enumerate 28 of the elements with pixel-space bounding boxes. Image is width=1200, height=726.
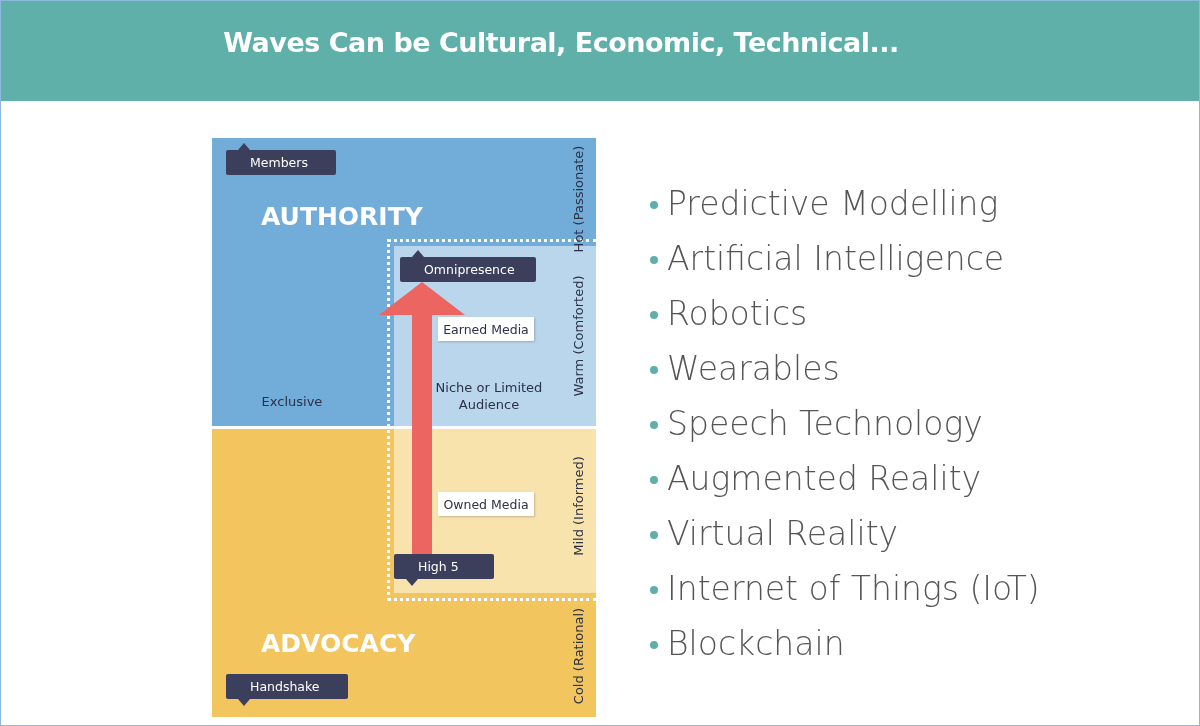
quadrant-title: AUTHORITY: [261, 202, 423, 231]
temperature-label: Hot (Passionate): [570, 145, 586, 253]
temperature-label: Warm (Comforted): [570, 275, 586, 397]
bullet-item: Robotics: [647, 291, 1040, 346]
inner-zone-panel: [394, 429, 596, 593]
quadrant-panel: [212, 429, 596, 717]
callout-tag: High 5: [394, 554, 494, 586]
temperature-label: Cold (Rational): [570, 607, 586, 705]
bullet-item: Wearables: [647, 346, 1040, 401]
callout-tag: Handshake: [226, 674, 348, 706]
bullet-item: Blockchain: [647, 621, 1040, 676]
bullet-item: Augmented Reality: [647, 456, 1040, 511]
zone-caption: Niche or Limited Audience: [434, 380, 544, 414]
slide-title: Waves Can be Cultural, Economic, Technical...: [222, 27, 900, 58]
bullet-item: Predictive Modelling: [647, 181, 1040, 236]
temperature-label: Mild (Informed): [570, 456, 586, 556]
bullet-item: Artificial Intelligence: [647, 236, 1040, 291]
media-label: Owned Media: [438, 492, 534, 516]
growth-arrow: [379, 282, 465, 554]
bullet-item: Virtual Reality: [647, 511, 1040, 566]
media-label: Earned Media: [438, 317, 534, 341]
bullet-item: Speech Technology: [647, 401, 1040, 456]
callout-tag: Members: [226, 143, 336, 175]
callout-tag: Omnipresence: [400, 250, 536, 282]
quadrant-title: ADVOCACY: [261, 629, 416, 658]
quadrant-panel: [212, 138, 596, 426]
zone-caption: Exclusive: [260, 394, 324, 411]
bullet-item: Internet of Things (IoT): [647, 566, 1040, 621]
